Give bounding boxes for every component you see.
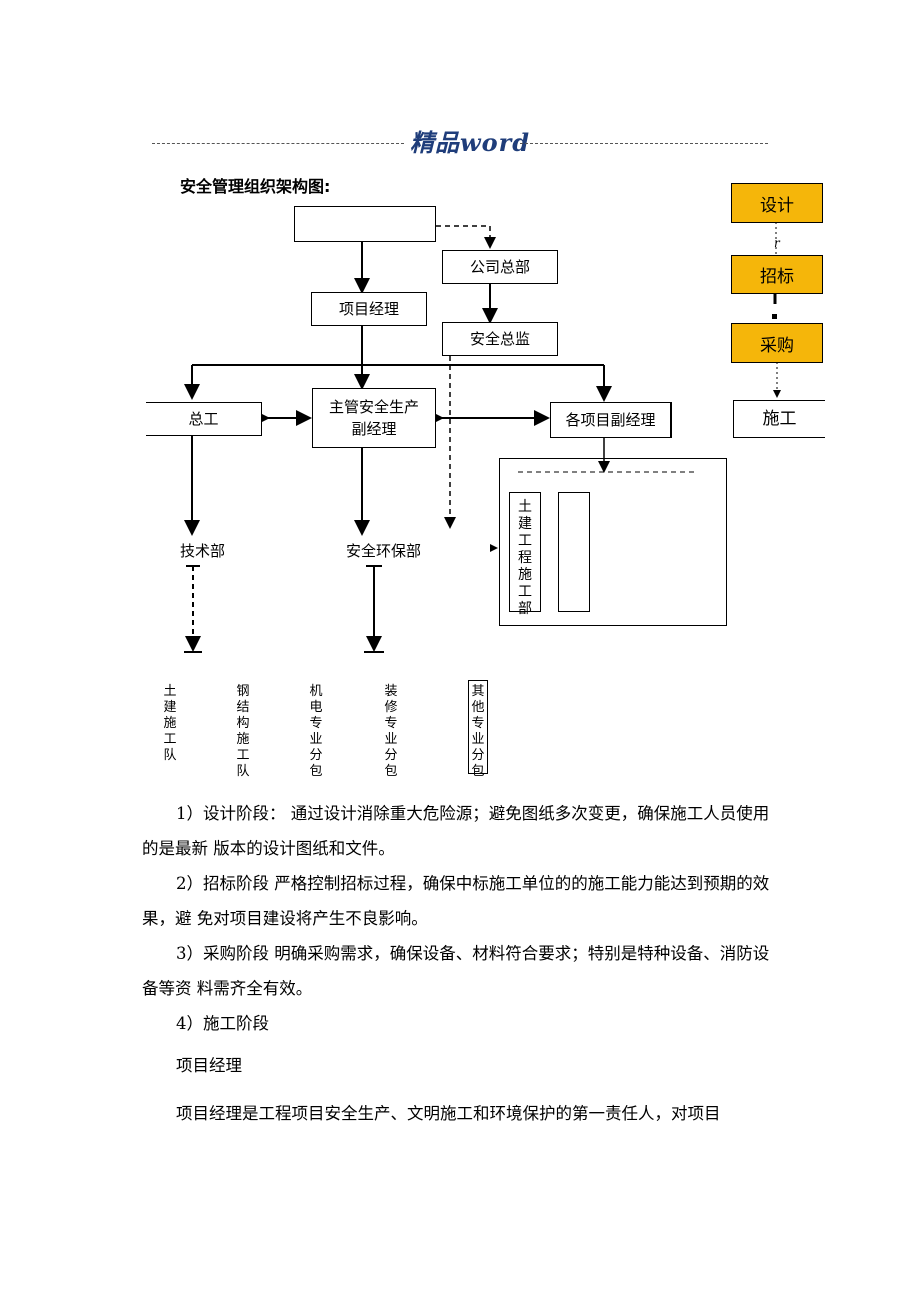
- org-chart-connectors: [184, 222, 781, 653]
- para-construction: 4）施工阶段: [176, 1014, 269, 1033]
- flow-connector-mark: r: [774, 236, 780, 250]
- chief-engineer-box: 总工: [146, 402, 262, 436]
- tech-dept-label: 技术部: [180, 542, 226, 560]
- civil-dept-label: 土建工程施工部: [518, 499, 532, 617]
- para-bidding: 2）招标阶段 严格控制招标过程，确保中标施工单位的的施工能力能达到预期的效果，避…: [142, 874, 770, 928]
- chart-heading: 安全管理组织架构图:: [180, 177, 331, 196]
- para-design: 1）设计阶段： 通过设计消除重大危险源；避免图纸多次变更，确保施工人员使用的是最…: [142, 804, 770, 858]
- company-hq-box: 公司总部: [442, 250, 558, 284]
- flow-step-design: 设计: [731, 183, 823, 223]
- team-label-3: 机电专业分包: [309, 684, 323, 779]
- flow-step-construction: 施工: [733, 400, 825, 438]
- team-label-1: 土建施工队: [163, 684, 177, 763]
- safety-env-dept-label: 安全环保部: [346, 542, 422, 560]
- civil-dept-box: 土建工程施工部: [509, 492, 541, 617]
- para-pm-title: 项目经理: [176, 1056, 242, 1075]
- header-rule-right: [520, 143, 768, 144]
- brand-title: 精品word: [410, 128, 531, 157]
- team-label-2: 钢结构施工队: [236, 684, 250, 779]
- para-pm-desc: 项目经理是工程项目安全生产、文明施工和环境保护的第一责任人，对项目: [176, 1104, 721, 1123]
- flow-step-procurement: 采购: [731, 323, 823, 363]
- project-vice-managers-box: 各项目副经理: [550, 402, 672, 438]
- project-manager-box: 项目经理: [311, 292, 427, 326]
- blank-dept-box: [558, 492, 590, 612]
- team-box-5: 其他专业分包: [468, 680, 488, 779]
- team-label-5: 其他专业分包: [471, 684, 485, 779]
- para-procurement: 3）采购阶段 明确采购需求，确保设备、材料符合要求；特别是特种设备、消防设备等资…: [142, 944, 770, 998]
- construction-panel: [499, 458, 727, 626]
- team-label-4: 装修专业分包: [384, 684, 398, 779]
- header-rule-left: [152, 143, 404, 144]
- safety-director-box: 安全总监: [442, 322, 558, 356]
- flow-step-bidding: 招标: [731, 255, 823, 294]
- safety-vice-manager-box: 主管安全生产副经理: [312, 388, 436, 448]
- org-top-box: [294, 206, 436, 242]
